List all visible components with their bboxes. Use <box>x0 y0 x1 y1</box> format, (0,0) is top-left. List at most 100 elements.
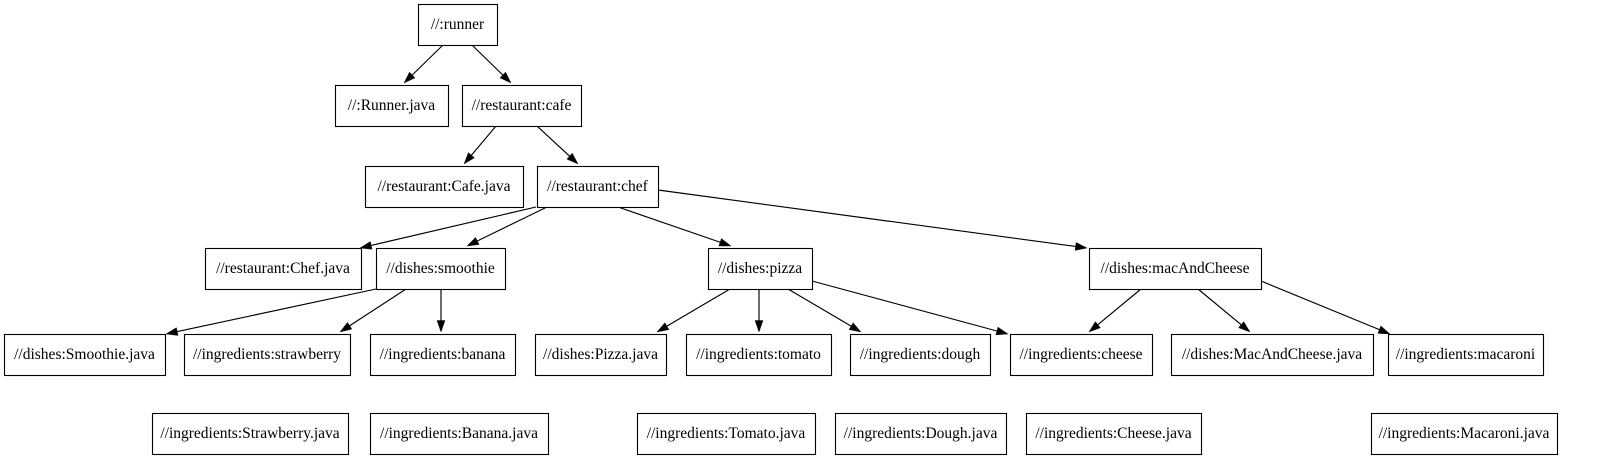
node-label: //:Runner.java <box>348 97 436 114</box>
graph-node[interactable]: //ingredients:Banana.java <box>369 412 550 456</box>
edges-layer <box>165 44 1391 336</box>
node-label: //restaurant:chef <box>547 178 649 195</box>
node-box[interactable] <box>3 333 167 377</box>
graph-node[interactable]: //ingredients:dough <box>849 333 992 377</box>
graph-node[interactable]: //ingredients:Dough.java <box>834 412 1008 456</box>
graph-edge <box>1088 288 1142 333</box>
edge-line <box>536 125 570 157</box>
graph-node[interactable]: //dishes:MacAndCheese.java <box>1170 333 1375 377</box>
arrowhead-icon <box>1074 242 1088 251</box>
node-label: //ingredients:macaroni <box>1396 346 1536 363</box>
graph-edge <box>165 288 377 336</box>
node-box[interactable] <box>1170 333 1375 377</box>
graph-node[interactable]: //restaurant:Cafe.java <box>364 165 525 209</box>
node-box[interactable] <box>151 412 350 456</box>
graph-node[interactable]: //dishes:Smoothie.java <box>3 333 167 377</box>
arrowhead-icon <box>165 327 179 336</box>
arrowhead-icon <box>339 322 353 333</box>
node-box[interactable] <box>1370 412 1559 456</box>
graph-node[interactable]: //ingredients:Strawberry.java <box>151 412 350 456</box>
node-box[interactable] <box>183 333 352 377</box>
graph-node[interactable]: //ingredients:strawberry <box>183 333 352 377</box>
node-box[interactable] <box>461 84 583 128</box>
graph-edge <box>339 288 407 333</box>
arrowhead-icon <box>718 238 732 247</box>
edge-line <box>1197 288 1242 326</box>
graph-node[interactable]: //ingredients:Macaroni.java <box>1370 412 1559 456</box>
node-label: //ingredients:Dough.java <box>844 425 998 442</box>
node-box[interactable] <box>636 412 817 456</box>
arrowhead-icon <box>566 152 579 165</box>
graph-node[interactable]: //restaurant:chef <box>536 165 660 209</box>
graph-node[interactable]: //:Runner.java <box>334 84 450 128</box>
node-box[interactable] <box>204 247 363 291</box>
graph-edge <box>617 206 732 247</box>
arrowhead-icon <box>754 320 764 333</box>
edge-line <box>811 280 998 332</box>
graph-node[interactable]: //ingredients:Tomato.java <box>636 412 817 456</box>
graph-edge <box>1260 280 1391 335</box>
node-label: //ingredients:cheese <box>1019 346 1142 363</box>
edge-line <box>371 206 537 246</box>
graph-node[interactable]: //:runner <box>417 3 499 47</box>
edge-line <box>666 288 731 327</box>
node-box[interactable] <box>334 84 450 128</box>
arrowhead-icon <box>848 322 862 333</box>
graph-edge <box>536 125 579 165</box>
graph-node[interactable]: //ingredients:banana <box>369 333 517 377</box>
node-box[interactable] <box>707 247 814 291</box>
node-box[interactable] <box>417 3 499 47</box>
graph-node[interactable]: //restaurant:cafe <box>461 84 583 128</box>
graph-node[interactable]: //dishes:Pizza.java <box>534 333 668 377</box>
node-label: //dishes:Smoothie.java <box>14 346 155 363</box>
node-box[interactable] <box>1009 333 1154 377</box>
graph-edge <box>1197 288 1251 333</box>
arrowhead-icon <box>1238 321 1251 333</box>
node-label: //ingredients:Tomato.java <box>647 425 806 442</box>
arrowhead-icon <box>463 152 475 165</box>
node-box[interactable] <box>834 412 1008 456</box>
node-label: //ingredients:tomato <box>696 346 821 363</box>
node-box[interactable] <box>1025 412 1203 456</box>
graph-edge <box>657 189 1088 251</box>
graph-node[interactable]: //dishes:pizza <box>707 247 814 291</box>
node-label: //ingredients:Banana.java <box>380 425 538 442</box>
arrowhead-icon <box>1377 325 1391 335</box>
graph-edge <box>403 44 444 84</box>
edge-line <box>470 125 497 156</box>
graph-node[interactable]: //ingredients:cheese <box>1009 333 1154 377</box>
node-box[interactable] <box>1088 247 1263 291</box>
graph-node[interactable]: //ingredients:tomato <box>685 333 833 377</box>
node-box[interactable] <box>534 333 668 377</box>
arrowhead-icon <box>403 71 416 84</box>
node-label: //dishes:pizza <box>718 260 802 277</box>
node-box[interactable] <box>536 165 660 209</box>
node-box[interactable] <box>369 412 550 456</box>
edge-line <box>411 44 444 76</box>
graph-edge <box>656 288 731 333</box>
nodes-layer: //:runner //:Runner.java //restaurant:cafe… <box>3 3 1559 456</box>
node-box[interactable] <box>369 333 517 377</box>
graph-edge <box>466 206 548 247</box>
node-box[interactable] <box>1387 333 1545 377</box>
graph-node[interactable]: //restaurant:Chef.java <box>204 247 363 291</box>
node-label: //restaurant:cafe <box>472 97 572 114</box>
node-label: //restaurant:Cafe.java <box>378 178 511 195</box>
node-label: //restaurant:Chef.java <box>216 260 350 277</box>
edge-line <box>617 206 721 243</box>
edge-line <box>477 206 548 242</box>
graph-node[interactable]: //ingredients:macaroni <box>1387 333 1545 377</box>
edge-line <box>1097 288 1142 326</box>
node-box[interactable] <box>849 333 992 377</box>
graph-node[interactable]: //dishes:smoothie <box>375 247 507 291</box>
node-box[interactable] <box>375 247 507 291</box>
edge-line <box>471 44 504 76</box>
node-box[interactable] <box>364 165 525 209</box>
graph-edge <box>359 206 537 250</box>
graph-edge <box>811 280 1009 336</box>
edge-line <box>349 288 407 327</box>
node-box[interactable] <box>685 333 833 377</box>
graph-node[interactable]: //dishes:macAndCheese <box>1088 247 1263 291</box>
graph-node[interactable]: //ingredients:Cheese.java <box>1025 412 1203 456</box>
node-label: //ingredients:strawberry <box>193 346 341 363</box>
